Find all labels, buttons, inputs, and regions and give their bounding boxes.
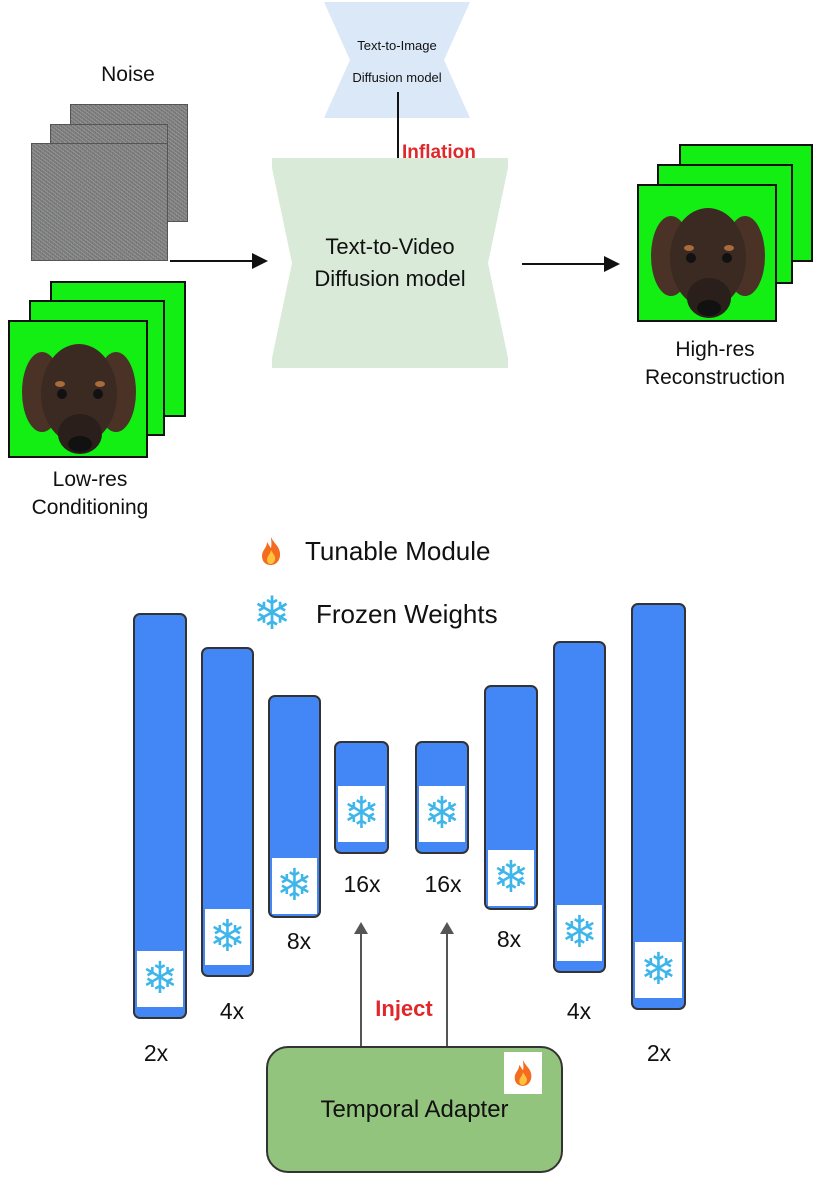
fire-icon <box>504 1052 542 1094</box>
noise-label: Noise <box>101 63 155 86</box>
inject-arrow <box>354 922 368 1048</box>
inject-label: Inject <box>375 996 433 1021</box>
snowflake-icon: ❄ <box>488 850 534 906</box>
multiplier-label: 16x <box>343 871 381 897</box>
snowflake-icon: ❄ <box>419 786 465 842</box>
t2v-shape <box>272 158 508 368</box>
snowflake-icon: ❄ <box>338 786 385 842</box>
t2i-model: Text-to-Image Diffusion model <box>324 0 470 120</box>
multiplier-label: 4x <box>566 998 592 1024</box>
dog-image <box>651 208 765 318</box>
multiplier-label: 16x <box>424 871 462 897</box>
lowres-label-line1: Low-res <box>52 468 128 491</box>
t2v-model: Text-to-Video Diffusion model <box>272 158 508 368</box>
multiplier-label: 2x <box>646 1040 672 1066</box>
lowres-frame <box>8 320 148 458</box>
t2i-shape <box>324 2 470 118</box>
multiplier-label: 2x <box>143 1040 169 1066</box>
t2i-label-line1: Text-to-Image <box>357 38 437 53</box>
multiplier-label: 8x <box>496 926 522 952</box>
tunable-label: Tunable Module <box>305 536 491 566</box>
multiplier-label: 8x <box>286 928 312 954</box>
highres-label-line2: Reconstruction <box>644 366 786 389</box>
decoder-block-4: ❄ <box>415 741 469 854</box>
inflation-label: Inflation <box>402 142 476 163</box>
input-arrow <box>170 253 268 269</box>
t2v-label-line1: Text-to-Video <box>325 234 455 259</box>
snowflake-icon: ❄ <box>252 586 292 640</box>
output-arrow <box>522 256 620 272</box>
decoder-block-2: ❄ <box>553 641 606 973</box>
decoder-block-3: ❄ <box>484 685 538 910</box>
snowflake-icon: ❄ <box>137 951 183 1007</box>
adapter-label: Temporal Adapter <box>320 1096 509 1123</box>
snowflake-icon: ❄ <box>205 909 250 965</box>
snowflake-icon: ❄ <box>557 905 602 961</box>
snowflake-icon: ❄ <box>272 858 317 914</box>
highres-label-line1: High-res <box>675 338 755 361</box>
multiplier-label: 4x <box>219 998 245 1024</box>
decoder-block-1: ❄ <box>631 603 686 1010</box>
lowres-label-line2: Conditioning <box>31 496 149 519</box>
lowres-label: Low-res Conditioning <box>0 466 180 522</box>
encoder-block-1: ❄ <box>133 613 187 1019</box>
inject-arrow <box>440 922 454 1048</box>
frozen-label: Frozen Weights <box>316 599 498 629</box>
dog-image <box>22 344 136 454</box>
temporal-adapter: Temporal Adapter <box>266 1046 563 1173</box>
encoder-block-4: ❄ <box>334 741 389 854</box>
encoder-block-3: ❄ <box>268 695 321 918</box>
snowflake-icon: ❄ <box>635 942 682 998</box>
t2i-label-line2: Diffusion model <box>352 70 442 85</box>
fire-icon <box>258 536 284 566</box>
noise-frame <box>31 143 168 261</box>
highres-frame <box>637 184 777 322</box>
t2v-label-line2: Diffusion model <box>314 266 466 291</box>
highres-label: High-res Reconstruction <box>620 336 810 392</box>
encoder-block-2: ❄ <box>201 647 254 977</box>
